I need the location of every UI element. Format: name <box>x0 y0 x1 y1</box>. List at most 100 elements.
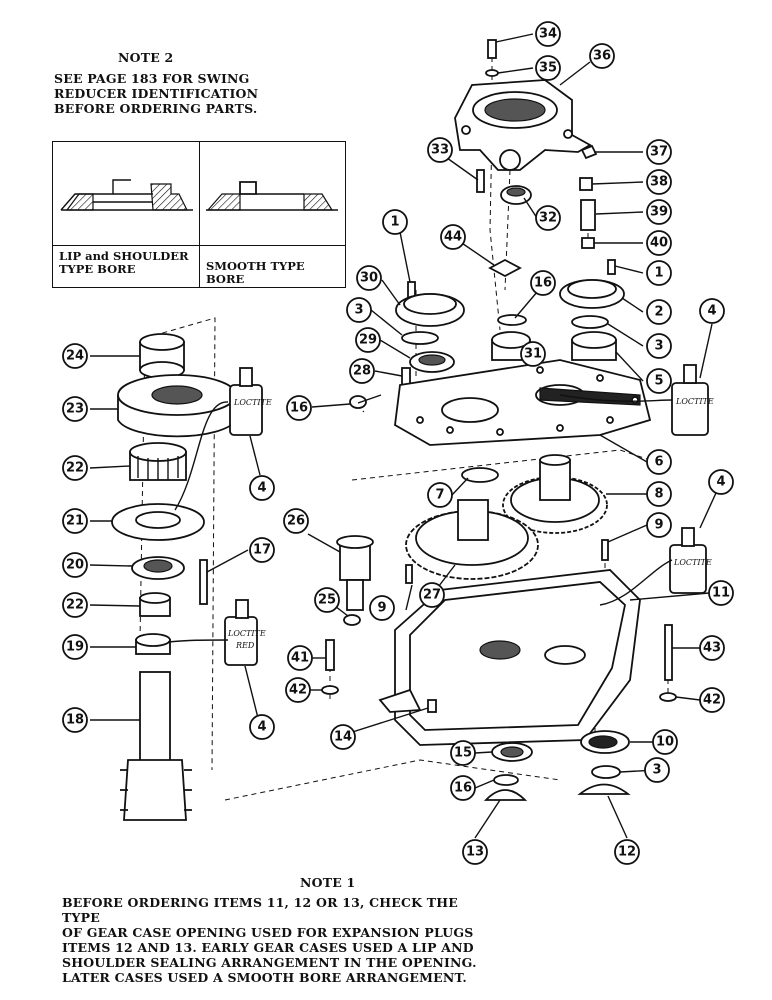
callout-16a: 16 <box>530 270 556 296</box>
callout-16c: 16 <box>450 775 476 801</box>
spur-gear-27 <box>405 499 539 580</box>
callout-5: 5 <box>646 368 672 394</box>
fitting-37 <box>580 144 598 160</box>
callout-9b: 9 <box>369 595 395 621</box>
callout-4d: 4 <box>708 469 734 495</box>
svg-text:25: 25 <box>318 593 336 608</box>
svg-text:29: 29 <box>359 333 377 348</box>
svg-text:28: 28 <box>353 364 371 379</box>
callout-24: 24 <box>62 343 88 369</box>
svg-text:7: 7 <box>435 488 444 503</box>
svg-text:10: 10 <box>656 735 674 750</box>
svg-text:LOCTITE: LOCTITE <box>233 398 272 407</box>
svg-text:34: 34 <box>539 27 557 42</box>
lip-label-line: LIP and SHOULDER <box>59 249 189 263</box>
svg-text:42: 42 <box>289 683 307 698</box>
dowel-pin-33 <box>476 169 485 193</box>
callout-16b: 16 <box>286 395 312 421</box>
note-1-title: NOTE 1 <box>300 875 356 890</box>
cap-screw-43 <box>664 624 673 681</box>
cap-screw-1b <box>607 259 616 275</box>
callout-37: 37 <box>646 139 672 165</box>
expansion-plug-13 <box>483 789 528 801</box>
svg-text:21: 21 <box>66 514 84 529</box>
callout-27: 27 <box>419 582 445 608</box>
lip-shoulder-bore-section-drawing <box>60 179 193 211</box>
note-1-line: LATER CASES USED A SMOOTH BORE ARRANGEME… <box>62 970 467 985</box>
callout-4c: 4 <box>699 298 725 324</box>
bushing-25 <box>343 614 361 626</box>
svg-text:22: 22 <box>66 598 84 613</box>
note-1-line: OF GEAR CASE OPENING USED FOR EXPANSION … <box>62 925 474 940</box>
note-1-line: ITEMS 12 AND 13. EARLY GEAR CASES USED A… <box>62 940 474 955</box>
callout-44: 44 <box>440 224 466 250</box>
callout-14: 14 <box>330 724 356 750</box>
svg-text:44: 44 <box>444 230 462 245</box>
plug-38 <box>579 177 593 191</box>
callout-35: 35 <box>535 55 561 81</box>
svg-text:24: 24 <box>66 349 84 364</box>
callout-10: 10 <box>652 729 678 755</box>
svg-text:32: 32 <box>539 211 557 226</box>
snap-ring-3c <box>591 765 621 779</box>
svg-text:3: 3 <box>354 303 363 318</box>
svg-text:41: 41 <box>291 651 309 666</box>
svg-text:26: 26 <box>287 514 305 529</box>
smooth-bore-label: SMOOTH TYPE BORE <box>206 259 305 286</box>
output-shaft-18 <box>120 671 192 821</box>
svg-text:4: 4 <box>707 304 716 319</box>
svg-text:13: 13 <box>466 845 484 860</box>
svg-text:39: 39 <box>650 205 668 220</box>
callout-42a: 42 <box>285 677 311 703</box>
loctite-bottle-4d: LOCTITE <box>669 527 712 594</box>
svg-text:6: 6 <box>654 455 663 470</box>
callout-2: 2 <box>646 299 672 325</box>
snap-ring-3a <box>401 331 439 345</box>
note-2-line: SEE PAGE 183 FOR SWING <box>54 71 250 86</box>
bearing-cap-30 <box>395 293 465 327</box>
callout-43: 43 <box>699 635 725 661</box>
callout-17: 17 <box>249 537 275 563</box>
plate-21 <box>111 503 205 541</box>
svg-text:3: 3 <box>652 763 661 778</box>
callout-21: 21 <box>62 508 88 534</box>
callout-9a: 9 <box>646 512 672 538</box>
note-2-line: REDUCER IDENTIFICATION <box>54 86 259 101</box>
callout-3a: 3 <box>646 333 672 359</box>
callout-3c: 3 <box>644 757 670 783</box>
svg-text:14: 14 <box>334 730 352 745</box>
bearing-29 <box>409 351 455 373</box>
callout-15: 15 <box>450 740 476 766</box>
callout-4b: 4 <box>249 714 275 740</box>
dowel-pin-17 <box>199 559 208 605</box>
loctite-bottle-4b: LOCTITE RED <box>224 599 266 666</box>
callout-22a: 22 <box>62 455 88 481</box>
note-2-title: NOTE 2 <box>118 50 174 65</box>
svg-text:38: 38 <box>650 175 668 190</box>
pinion-shaft-26 <box>336 535 374 611</box>
bore-type-table: LIP and SHOULDER TYPE BORE SMOOTH TYPE B… <box>52 141 346 288</box>
callout-22b: 22 <box>62 592 88 618</box>
svg-text:19: 19 <box>66 640 84 655</box>
swing-reducer-top-housing <box>454 79 592 171</box>
snap-ring-16b <box>493 774 519 786</box>
callout-34: 34 <box>535 21 561 47</box>
svg-text:1: 1 <box>654 266 663 281</box>
callout-6: 6 <box>646 449 672 475</box>
fitting-14 <box>427 699 437 713</box>
svg-text:36: 36 <box>593 49 611 64</box>
svg-text:27: 27 <box>423 588 441 603</box>
smooth-bore-section-drawing <box>206 181 338 211</box>
svg-text:20: 20 <box>66 558 84 573</box>
loctite-application-line <box>559 394 673 402</box>
svg-text:9: 9 <box>654 518 663 533</box>
callout-13: 13 <box>462 839 488 865</box>
snap-ring-3b <box>571 315 609 329</box>
note-2-line: BEFORE ORDERING PARTS. <box>54 101 258 116</box>
loctite-bottle-4a: LOCTITE <box>229 367 272 436</box>
svg-text:8: 8 <box>654 487 663 502</box>
svg-text:4: 4 <box>716 475 725 490</box>
callout-25: 25 <box>314 587 340 613</box>
svg-text:LOCTITE: LOCTITE <box>673 558 712 567</box>
callout-36: 36 <box>589 43 615 69</box>
